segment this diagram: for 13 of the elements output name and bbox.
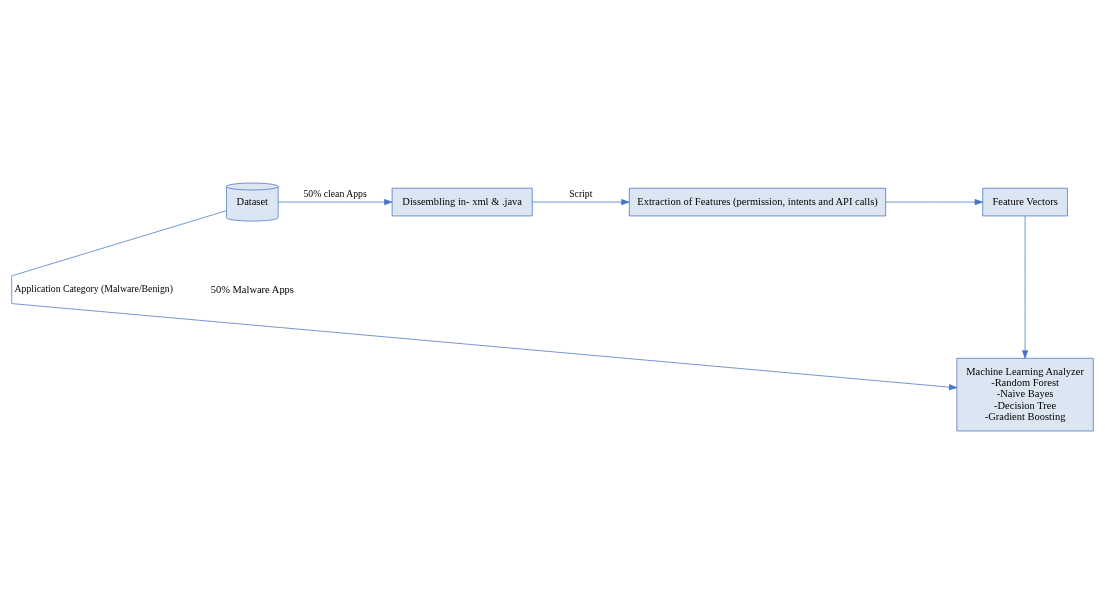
arrow <box>531 199 630 206</box>
node-box: Dissembling in- xml & .java <box>391 187 533 217</box>
edge-label: 50% clean Apps <box>303 188 367 200</box>
node-box: Feature Vectors <box>982 187 1068 217</box>
edge-label: Application Category (Malware/Benign) <box>14 283 173 295</box>
arrow <box>11 210 958 391</box>
label: 50% Malware Apps <box>210 283 294 295</box>
edge-label: Script <box>569 188 593 200</box>
arrow <box>885 199 983 206</box>
node-box: Extraction of Features (permission, intents and API calls) <box>628 187 887 217</box>
arrow <box>277 199 393 206</box>
node-box: Machine Learning Analyzer -Random Forest -Naive Bayes -Decision Tree -Gradient Boosting <box>956 357 1094 432</box>
arrow <box>1022 215 1029 359</box>
